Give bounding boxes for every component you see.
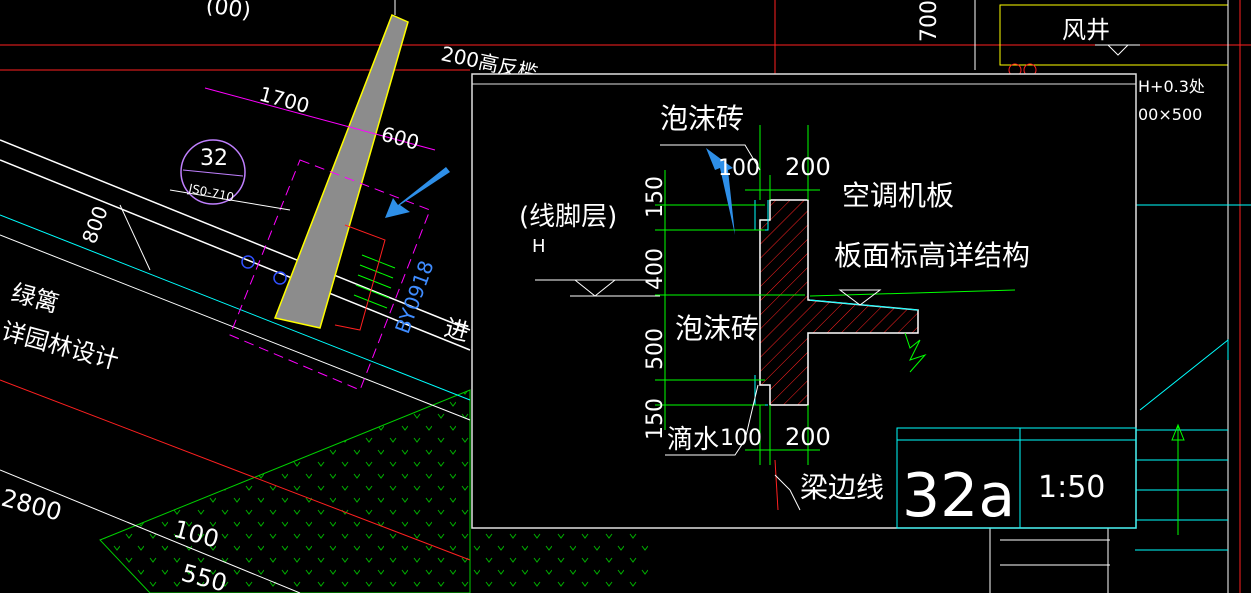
label-foam-brick-mid: 泡沫砖: [675, 312, 759, 345]
leader-line: [774, 474, 801, 511]
dim-v-150-bottom: 150: [643, 398, 668, 440]
dim-top-partial: (00): [204, 0, 252, 24]
landscape-note: 详园林设计: [0, 317, 122, 375]
label-skirting: (线脚层): [519, 202, 617, 232]
break-line: [904, 332, 927, 373]
label-foam-brick-top: 泡沫砖: [660, 102, 744, 135]
stair-arrow-icon: [1171, 423, 1185, 441]
detail-tag-circle: [180, 139, 246, 205]
dim-800: 800: [77, 203, 113, 247]
label-level-symbol: H: [532, 236, 546, 257]
label-slab-level-note: 板面标高详结构: [834, 239, 1030, 272]
beam-edge-line: [774, 459, 779, 511]
stair-line: [1139, 338, 1229, 411]
label-ac-board: 空调机板: [842, 179, 954, 212]
dim-bottom-right: 200: [785, 423, 831, 451]
marker-circle: [241, 255, 255, 269]
level-triangle-icon: [573, 279, 617, 297]
level-reference-line: [809, 289, 1016, 297]
red-axis-line: [0, 379, 471, 561]
wind-shaft-box: [999, 4, 1229, 66]
dim-600: 600: [379, 122, 422, 155]
dim-v-400: 400: [643, 248, 668, 290]
wall-line: [0, 469, 301, 593]
title-block: [896, 427, 1137, 529]
wall-line: [0, 159, 471, 351]
cyan-line: [0, 214, 471, 401]
dim-1700: 1700: [257, 82, 312, 118]
dim-top-left: 100: [718, 156, 760, 181]
wall-line: [0, 139, 471, 331]
detail-panel: 泡沫砖 (线脚层) H 空调机板 板面标高详结构 泡沫砖 滴水 梁边线 100 …: [471, 73, 1137, 531]
level-note: H+0.3处: [1138, 77, 1205, 96]
detail-tag-divider: [182, 169, 244, 177]
label-beam-edge: 梁边线: [800, 471, 884, 504]
green-planting-area: [99, 389, 471, 593]
dim-bottom-left: 100: [720, 426, 762, 451]
pointer-arrow-icon: [706, 148, 735, 235]
green-hedge-label: 绿篱: [8, 279, 62, 318]
detail-scale: 1:50: [1038, 470, 1105, 505]
dashed-outline: [229, 159, 431, 391]
code-by: BY0918: [390, 257, 438, 336]
marker-circle: [273, 271, 287, 285]
dim-top-right: 200: [785, 153, 831, 181]
label-drip: 滴水: [667, 425, 719, 455]
pointer-arrow-icon: [385, 167, 450, 218]
dim-v-150-top: 150: [643, 176, 668, 218]
leader-line: [665, 384, 759, 456]
tag-number: 32: [200, 146, 228, 171]
detail-number: 32a: [902, 461, 1015, 531]
column-wall: [273, 13, 409, 329]
slab-top-line: [809, 299, 919, 311]
dim-700-vertical: 700: [917, 0, 942, 42]
stair-treads: [1135, 429, 1228, 551]
dimension-line: [204, 87, 436, 151]
red-outline: [334, 224, 386, 331]
leader-line: [660, 144, 761, 171]
dim-v-500: 500: [643, 328, 668, 370]
slab-level-symbol-icon: [838, 289, 882, 306]
tag-ref: JS0-710: [186, 181, 235, 204]
wall-line: [0, 234, 471, 421]
dimension-line: [119, 204, 151, 271]
size-note: 00×500: [1138, 105, 1202, 124]
entry-partial: 进: [441, 314, 471, 347]
wind-shaft-label: 风井: [1062, 16, 1110, 44]
valve-symbol: [1107, 44, 1129, 56]
stair-hatch: [353, 254, 396, 309]
dim-2800: 2800: [0, 484, 65, 527]
